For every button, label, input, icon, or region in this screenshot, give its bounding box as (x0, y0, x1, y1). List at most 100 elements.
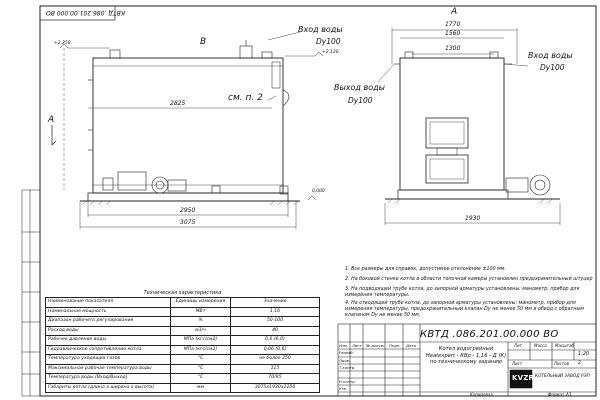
section-label-a-front: А (48, 115, 55, 125)
row-ncontrol: Н.контр. (339, 379, 356, 384)
company-logo: KVZR (512, 374, 535, 382)
col-list: Лист (352, 343, 362, 348)
spec-cell: м3/ч (170, 325, 231, 336)
spec-table-title: Техническая характеристика (143, 290, 222, 296)
spec-cell: 70/95 (230, 373, 320, 384)
col-change: Изм. (339, 343, 348, 348)
note-2: 2. На боковой стенке котла в области топ… (345, 277, 593, 282)
spec-cell: не более 250 (230, 354, 320, 365)
stamp-code: КВТД .086.201.00.000 ВО (46, 9, 126, 16)
left-binding-strip (21, 189, 40, 397)
spec-cell: 50-100 (230, 316, 320, 327)
note-4: 4. На отводящей трубе котла, до запорной… (345, 301, 584, 318)
spec-cell: 40 (230, 325, 320, 336)
spec-table: Техническая характеристика Наименование … (45, 290, 320, 393)
dim-2825: 2825 (170, 100, 186, 107)
spec-cell: МПа (кгс/см2) (170, 335, 231, 346)
section-label-b: В (200, 37, 207, 47)
water-outlet-dn: Dy100 (348, 96, 373, 105)
spec-cell: МВт (170, 306, 231, 317)
spec-cell: Габариты котла (длина х ширина х высота) (45, 382, 171, 393)
spec-header: Единицы измерения (170, 297, 231, 308)
spec-row: Диапазон рабочего регулирования%50-100 (45, 316, 320, 327)
spec-cell: °С (170, 354, 231, 365)
note-1: 1. Все размеры для справок, допустимое о… (345, 267, 506, 272)
boiler-body-side (399, 57, 505, 191)
spec-header: Значение (230, 297, 320, 308)
spec-cell: Расход воды (45, 325, 171, 336)
level-right: +2,130 (322, 50, 339, 55)
dim-1930: 1930 (465, 215, 481, 222)
dim-1560: 1560 (445, 30, 461, 37)
spec-cell: 3075х1930х2250 (230, 382, 320, 393)
sheet-frame (39, 5, 597, 397)
spec-cell: Номинальная мощность (45, 306, 171, 317)
dim-1770: 1770 (445, 21, 461, 28)
water-outlet-label: Выход воды (334, 83, 385, 92)
col-date: Дата (406, 343, 416, 348)
spec-row: Габариты котла (длина х ширина х высота)… (45, 382, 320, 393)
sheet-label: Лист (512, 361, 523, 366)
spec-cell: мм (170, 382, 231, 393)
document-code: КВТД .086.201.00.000 ВО (420, 329, 559, 340)
document-name: Котел водогрейный Heatexpert - КВр - 1,1… (425, 346, 507, 366)
copied-label: Копировал (470, 392, 493, 397)
note-3: 3. На подводящей трубе котла, до запорно… (345, 287, 580, 298)
spec-cell: 115 (230, 363, 320, 374)
spec-cell: МПа (кгс/см2) (170, 344, 231, 355)
company-name: КОТЕЛЬНЫЙ ЗАВОД РЭП (535, 374, 590, 379)
col-sign: Подп. (389, 343, 401, 348)
dim-1300: 1300 (445, 45, 461, 52)
level-top: +2,250 (54, 41, 71, 46)
dim-3075: 3075 (180, 219, 196, 226)
spec-cell: Гидравлическое сопротивление котла (45, 344, 171, 355)
water-inlet-dn-side: Dy100 (540, 63, 565, 72)
spec-cell: Температура воды (Вход/Выход) (45, 373, 171, 384)
spec-cell: °С (170, 363, 231, 374)
scale-value: 1:20 (578, 351, 590, 357)
spec-cell: 1,16 (230, 306, 320, 317)
format-value: А3 (566, 392, 572, 397)
spec-header-row: Наименование показателя Единицы измерени… (45, 297, 320, 308)
level-zero: 0,000 (312, 189, 325, 194)
side-view (377, 28, 561, 225)
sheets-value: 2 (578, 361, 581, 366)
row-developer: Разраб. (339, 350, 354, 355)
water-inlet-label-side: Вход воды (528, 51, 573, 60)
boiler-body-front (92, 57, 284, 194)
spec-cell: % (170, 316, 231, 327)
front-view (51, 31, 324, 229)
dim-2950: 2950 (180, 207, 196, 214)
spec-header: Наименование показателя (45, 297, 171, 308)
section-label-a-side: А (451, 7, 458, 17)
row-tcontrol: Т.контр. (339, 365, 356, 370)
scale-label: Масштаб (555, 343, 575, 348)
lit-label: Лит. (514, 343, 524, 348)
title-block-frame (337, 323, 597, 397)
format-label: Формат (548, 392, 565, 397)
row-checker: Пров. (339, 358, 351, 363)
stamp-box (39, 5, 116, 21)
spec-cell: °С (170, 373, 231, 384)
water-inlet-dn-front: Dy100 (316, 37, 341, 46)
col-doc: № докум. (366, 343, 385, 348)
name-line-1: Котел водогрейный (438, 346, 494, 352)
row-approved: Утв. (339, 386, 347, 391)
name-line-2: Heatexpert - КВр - 1,16 - Д (К) (425, 352, 507, 359)
spec-cell: Максимальная рабочая температура воды (45, 363, 171, 374)
spec-cell: 0,06 (0,6) (230, 344, 320, 355)
mass-label: Масса (534, 343, 547, 348)
spec-cell: 0,6 (6,0) (230, 335, 320, 346)
name-line-3: по техническому заданию (429, 359, 503, 365)
spec-cell: Рабочее давление воды (45, 335, 171, 346)
water-inlet-label-front: Вход воды (298, 25, 343, 34)
